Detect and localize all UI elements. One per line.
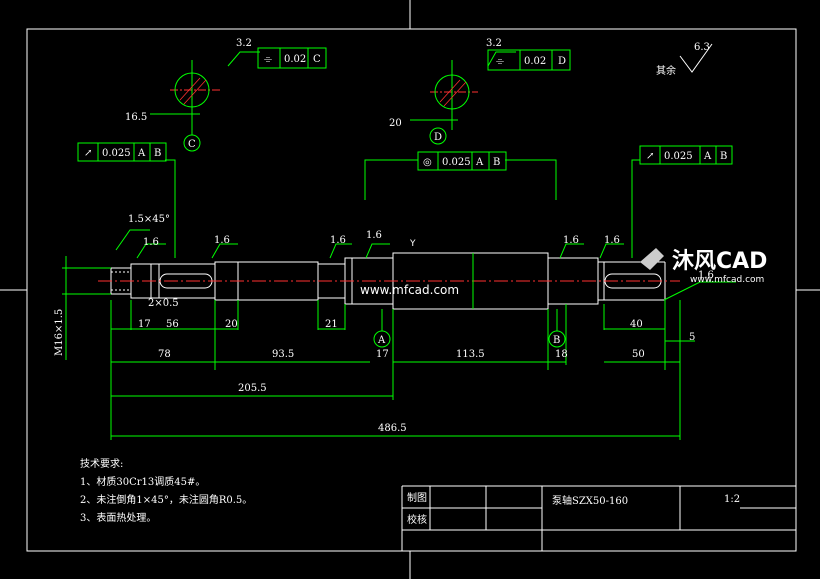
dim-chamfer: 1.5×45° xyxy=(128,214,170,225)
title-block xyxy=(401,485,796,551)
watermark-center: www.mfcad.com xyxy=(360,283,459,297)
concentric-datum1: A xyxy=(475,157,484,168)
runout-left-symbol: ↗ xyxy=(84,148,92,159)
rough-5: 1.6 xyxy=(563,235,579,246)
runout-right-datum2: B xyxy=(720,151,727,162)
sec-c-datum: C xyxy=(313,54,321,65)
roughness-other-label: 其余 xyxy=(656,64,676,77)
dim-205-5: 205.5 xyxy=(238,383,267,394)
datum-a: A xyxy=(377,335,386,346)
concentric-datum2: B xyxy=(493,157,500,168)
dim-5: 5 xyxy=(689,332,695,343)
rough-1: 1.6 xyxy=(143,237,159,248)
runout-right-datum1: A xyxy=(703,151,712,162)
roughness-other-value: 6.3 xyxy=(694,42,710,53)
dim-56: 56 xyxy=(166,319,179,330)
runout-right-symbol: ↗ xyxy=(646,151,654,162)
section-hatch xyxy=(179,77,467,107)
notes-item-2: 2、未注倒角1×45°，未注圆角R0.5。 xyxy=(80,493,252,506)
rough-2: 1.6 xyxy=(214,235,230,246)
dim-thread: M16×1.5 xyxy=(54,309,65,356)
dimension-lines xyxy=(62,47,736,440)
dim-93-5: 93.5 xyxy=(272,349,294,360)
runout-left-datum1: A xyxy=(137,148,146,159)
runout-left-datum2: B xyxy=(154,148,161,159)
notes-heading: 技术要求: xyxy=(80,457,123,470)
runout-left-tol: 0.025 xyxy=(102,148,131,159)
concentric-symbol: ◎ xyxy=(423,157,432,168)
dim-groove: 2×0.5 xyxy=(148,298,179,309)
dim-17b: 17 xyxy=(376,349,389,360)
sec-c-tol: 0.02 xyxy=(284,54,306,65)
sec-c-symbol: ⌯ xyxy=(264,54,272,65)
watermark-logo-sub: www.mfcad.com xyxy=(690,275,764,285)
dim-78: 78 xyxy=(158,349,171,360)
center-line xyxy=(98,89,680,282)
dim-20: 20 xyxy=(225,319,238,330)
rough-3: 1.6 xyxy=(330,235,346,246)
roughness-other-symbol xyxy=(679,43,713,73)
dim-50: 50 xyxy=(632,349,645,360)
dim-40: 40 xyxy=(630,319,643,330)
sec-d-symbol: ⌯ xyxy=(496,56,504,67)
datum-b: B xyxy=(553,335,560,346)
dim-486-5: 486.5 xyxy=(378,423,407,434)
dim-17: 17 xyxy=(138,319,151,330)
dim-keyway-c: 16.5 xyxy=(125,112,147,123)
dim-113-5: 113.5 xyxy=(456,349,485,360)
notes-item-1: 1、材质30Cr13调质45#。 xyxy=(80,475,205,488)
ucs-y-marker: Y xyxy=(409,239,416,249)
watermark-logo-icon xyxy=(640,248,664,270)
rough-6: 1.6 xyxy=(604,235,620,246)
watermark-logo-text: 沐风CAD xyxy=(672,249,767,274)
title-checked-label: 校核 xyxy=(407,513,427,526)
runout-right-tol: 0.025 xyxy=(664,151,693,162)
dim-21: 21 xyxy=(325,319,338,330)
sec-d-tol: 0.02 xyxy=(524,56,546,67)
rough-d: 3.2 xyxy=(486,38,502,49)
sec-d-datum: D xyxy=(558,56,566,67)
rough-7: 1.6 xyxy=(698,270,714,281)
concentric-tol: 0.025 xyxy=(442,157,471,168)
title-drawn-label: 制图 xyxy=(407,491,427,504)
title-scale: 1:2 xyxy=(724,494,740,505)
notes-item-3: 3、表面热处理。 xyxy=(80,511,156,524)
rough-4: 1.6 xyxy=(366,230,382,241)
title-part-name: 泵轴SZX50-160 xyxy=(552,494,628,507)
dim-keyway-d: 20 xyxy=(389,118,402,129)
datum-c: C xyxy=(188,139,196,150)
datum-d: D xyxy=(434,132,442,143)
rough-c: 3.2 xyxy=(236,38,252,49)
dim-18: 18 xyxy=(555,349,568,360)
